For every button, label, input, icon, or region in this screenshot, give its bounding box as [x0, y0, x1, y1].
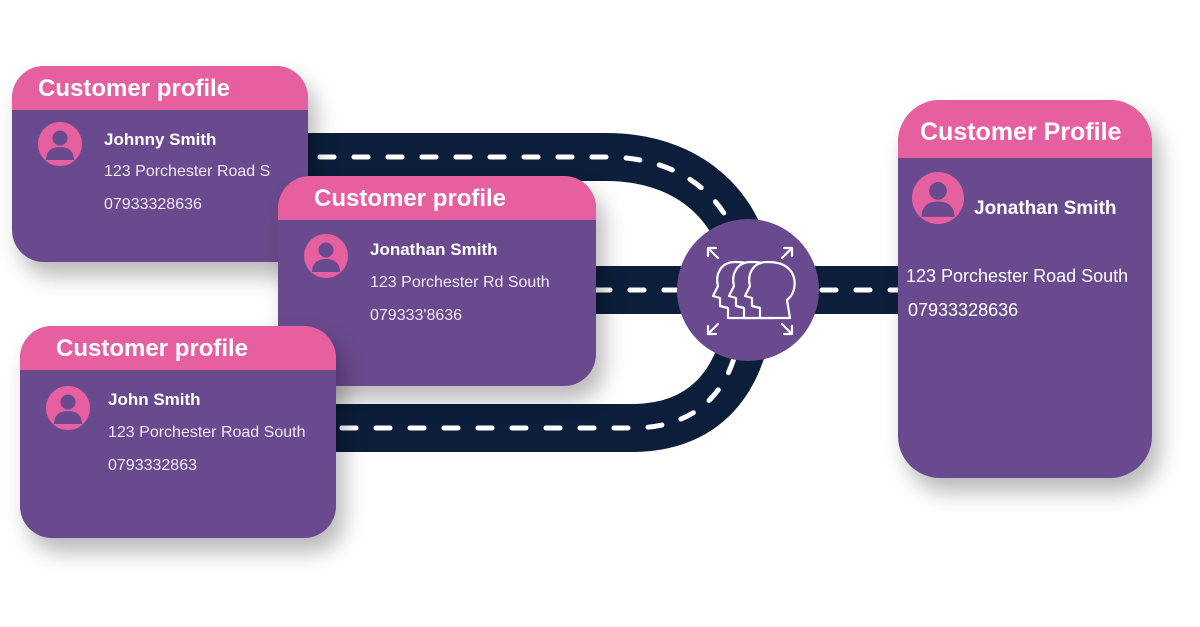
customer-phone: 07933328636: [908, 300, 1019, 320]
merge-hub: [677, 219, 819, 361]
card-header: Customer profile: [278, 176, 596, 220]
customer-profile-card-johnny: Customer profile Johnny Smith 123 Porche…: [12, 66, 308, 262]
card-header: Customer Profile: [898, 100, 1152, 158]
customer-phone: 079333'8636: [370, 307, 463, 324]
card-header: Customer profile: [12, 66, 308, 110]
customer-address: 123 Porchester Road South: [906, 266, 1129, 286]
customer-phone: 07933328636: [104, 196, 202, 213]
customer-name: Johnny Smith: [104, 130, 217, 149]
customer-name: Jonathan Smith: [974, 198, 1117, 219]
customer-address: 123 Porchester Road South: [108, 424, 306, 441]
customer-profile-card-john: Customer profile John Smith 123 Porchest…: [20, 326, 336, 538]
customer-name: Jonathan Smith: [370, 240, 498, 259]
card-header: Customer profile: [20, 326, 336, 370]
customer-phone: 0793332863: [108, 457, 197, 474]
merged-customer-profile-card: Customer Profile Jonathan Smith 123 Porc…: [898, 100, 1152, 478]
customer-address: 123 Porchester Rd South: [370, 274, 550, 291]
merge-people-icon: [706, 246, 796, 336]
user-avatar-icon: [304, 234, 348, 278]
user-avatar-icon: [46, 386, 90, 430]
customer-name: John Smith: [108, 390, 201, 409]
user-avatar-icon: [912, 172, 964, 224]
user-avatar-icon: [38, 122, 82, 166]
customer-address: 123 Porchester Road S: [104, 163, 271, 180]
